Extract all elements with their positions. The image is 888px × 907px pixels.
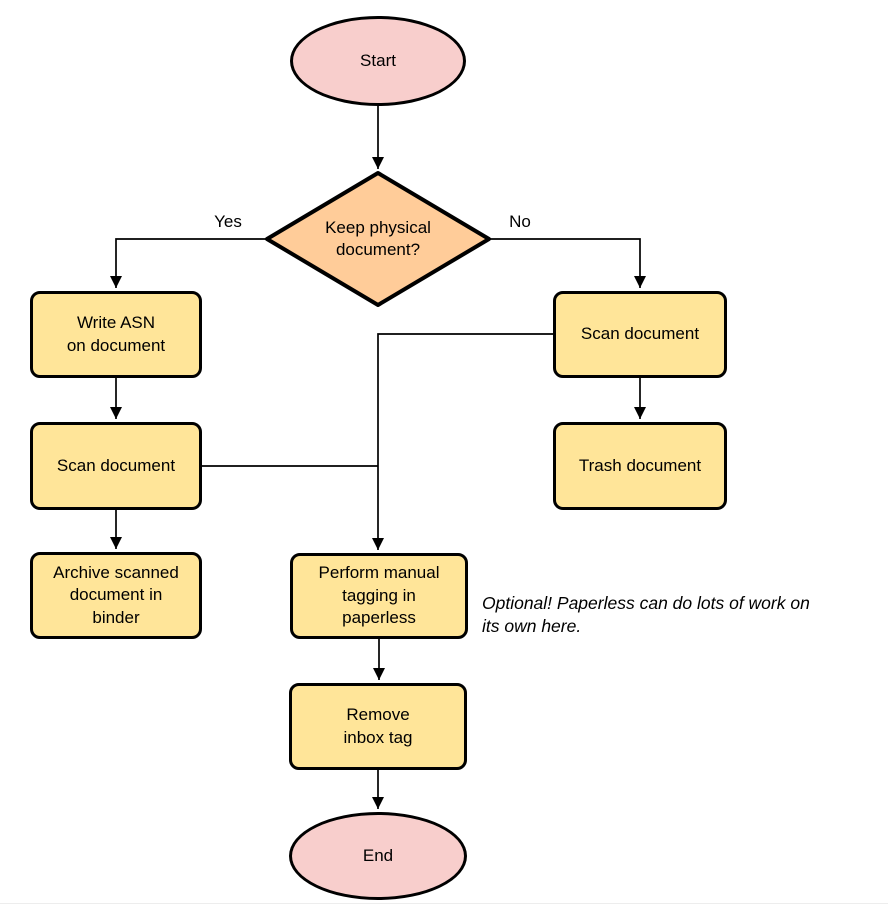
- page-bottom-separator: [0, 903, 888, 904]
- start-terminator: Start: [290, 16, 466, 106]
- end-terminator: End: [289, 812, 467, 900]
- process-archive-scanned-document: Archive scanned document in binder: [30, 552, 202, 639]
- decision-diamond-shape: [265, 171, 491, 307]
- connector-scanright-to-tagging: [372, 333, 553, 550]
- process-perform-manual-tagging: Perform manual tagging in paperless: [290, 553, 468, 639]
- edge-label-no: No: [509, 212, 531, 231]
- process-remove-inbox-tag: Remove inbox tag: [289, 683, 467, 770]
- process-scan-document-right: Scan document: [553, 291, 727, 378]
- decision-keep-physical-document-label: Keep physical document?: [325, 217, 431, 259]
- process-scan-document-left: Scan document: [30, 422, 202, 510]
- connector-decision-no: [490, 238, 646, 288]
- process-write-asn-on-document: Write ASN on document: [30, 291, 202, 378]
- annotation-optional-note: Optional! Paperless can do lots of work …: [482, 593, 810, 636]
- process-trash-document: Trash document: [553, 422, 727, 510]
- edge-label-yes: Yes: [214, 212, 242, 231]
- connector-decision-yes: [110, 238, 266, 288]
